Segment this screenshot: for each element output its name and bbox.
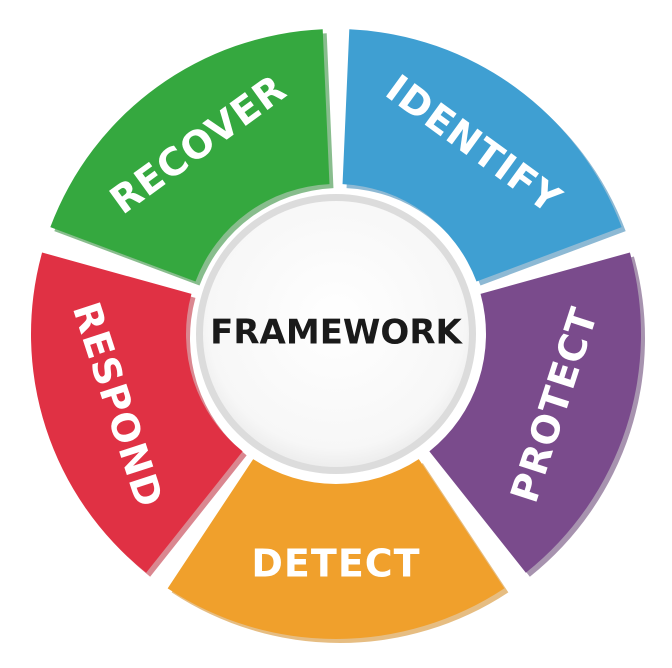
segment-protect[interactable]: [429, 252, 641, 573]
segment-identify[interactable]: [342, 29, 622, 282]
center-disc: FRAMEWORK: [196, 194, 476, 474]
segment-detect[interactable]: [167, 459, 505, 639]
center-label: FRAMEWORK: [210, 313, 463, 353]
segment-respond[interactable]: [30, 252, 243, 573]
segment-detect-label: DETECT: [251, 542, 420, 586]
center-disc-face: [203, 201, 469, 467]
segment-recover[interactable]: [50, 29, 330, 282]
segments-layer: [30, 29, 645, 644]
